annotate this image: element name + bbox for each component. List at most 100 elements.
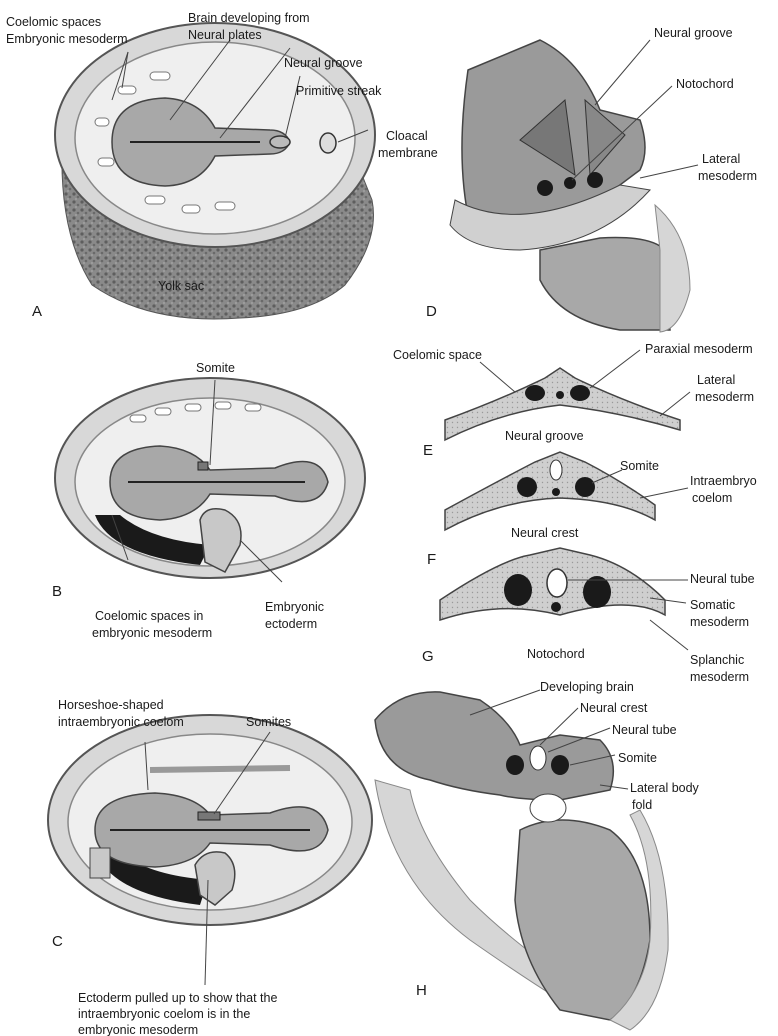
horseshoe-coelom bbox=[150, 768, 290, 770]
somite-right bbox=[575, 477, 595, 497]
label-yolk-sac: Yolk sac bbox=[158, 279, 204, 293]
label-splanchic: Splanchic bbox=[690, 653, 744, 667]
coelomic-space bbox=[150, 72, 170, 80]
coelomic-space bbox=[130, 415, 146, 422]
label-notochord: Notochord bbox=[527, 647, 585, 661]
gut-tube bbox=[530, 794, 566, 822]
label-paraxial-mesoderm: Paraxial mesoderm bbox=[645, 342, 753, 356]
coelomic-space bbox=[98, 158, 114, 166]
panel-letter-b: B bbox=[52, 583, 62, 600]
label-embryonic-mesoderm: embryonic mesoderm bbox=[78, 1023, 198, 1036]
panel-c: Horseshoe-shaped intraembryonic coelom S… bbox=[48, 698, 372, 1036]
panel-a: Coelomic spaces Embryonic mesoderm Brain… bbox=[6, 11, 438, 320]
somite-left bbox=[506, 755, 524, 775]
paraxial-right bbox=[570, 385, 590, 401]
somite-right bbox=[587, 172, 603, 188]
label-coelomic-spaces: Coelomic spaces bbox=[6, 15, 101, 29]
label-membrane: membrane bbox=[378, 146, 438, 160]
label-coelomic-spaces-in: Coelomic spaces in bbox=[95, 609, 203, 623]
label-intraembryonic-coelom: intraembryonic coelom bbox=[58, 715, 184, 729]
label-coelomic-space: Coelomic space bbox=[393, 348, 482, 362]
somite-right bbox=[583, 576, 611, 608]
panel-b: Somite Coelomic spaces in embryonic meso… bbox=[52, 361, 365, 640]
label-intraembryonic-coelom-in: intraembryonic coelom is in the bbox=[78, 1007, 250, 1021]
somite-left bbox=[504, 574, 532, 606]
notochord-dot bbox=[556, 391, 564, 399]
somite-left bbox=[537, 180, 553, 196]
somite-shape bbox=[198, 812, 220, 820]
somite-right bbox=[551, 755, 569, 775]
label-primitive-streak: Primitive streak bbox=[296, 84, 382, 98]
label-horseshoe-shaped: Horseshoe-shaped bbox=[58, 698, 164, 712]
label-neural-crest: Neural crest bbox=[580, 701, 648, 715]
label-somite: Somite bbox=[618, 751, 657, 765]
panel-letter-f: F bbox=[427, 551, 436, 568]
label-developing-brain: Developing brain bbox=[540, 680, 634, 694]
label-lateral: Lateral bbox=[702, 152, 740, 166]
label-neural-plates: Neural plates bbox=[188, 28, 262, 42]
label-mesoderm: mesoderm bbox=[695, 390, 754, 404]
panel-h: Developing brain Neural crest Neural tub… bbox=[375, 680, 700, 1030]
panel-letter-c: C bbox=[52, 933, 63, 950]
coelomic-space bbox=[95, 118, 109, 126]
yolk-sac-wall bbox=[655, 205, 690, 332]
label-somite: Somite bbox=[620, 459, 659, 473]
coelomic-space bbox=[118, 86, 136, 94]
label-somatic-mesoderm: mesoderm bbox=[690, 615, 749, 629]
label-embryonic-mesoderm: Embryonic mesoderm bbox=[6, 32, 128, 46]
neural-tube-shape bbox=[547, 569, 567, 597]
label-splanchic-mesoderm: mesoderm bbox=[690, 670, 749, 684]
notochord-dot bbox=[552, 488, 560, 496]
panel-g: Neural tube Somatic mesoderm Notochord S… bbox=[422, 548, 755, 684]
label-ectoderm: ectoderm bbox=[265, 617, 317, 631]
label-neural-groove: Neural groove bbox=[654, 26, 733, 40]
label-mesoderm: mesoderm bbox=[698, 169, 757, 183]
label-neural-crest: Neural crest bbox=[511, 526, 579, 540]
label-somites: Somites bbox=[246, 715, 291, 729]
label-neural-groove: Neural groove bbox=[284, 56, 363, 70]
label-fold: fold bbox=[632, 798, 652, 812]
somite-left bbox=[517, 477, 537, 497]
notochord-dot bbox=[551, 602, 561, 612]
label-somite: Somite bbox=[196, 361, 235, 375]
panel-e: Coelomic space Paraxial mesoderm Lateral… bbox=[393, 342, 754, 459]
label-neural-tube: Neural tube bbox=[690, 572, 755, 586]
label-neural-tube: Neural tube bbox=[612, 723, 677, 737]
somite-shape bbox=[198, 462, 208, 470]
label-neural-groove: Neural groove bbox=[505, 429, 584, 443]
panel-f: Somite Intraembryo coelom Neural crest F bbox=[427, 452, 757, 568]
label-cloacal: Cloacal bbox=[386, 129, 428, 143]
notochord-dot bbox=[564, 177, 576, 189]
neural-groove-open bbox=[550, 460, 562, 480]
neural-tube-shape bbox=[530, 746, 546, 770]
coelomic-space bbox=[182, 205, 200, 213]
ectoderm-fold-left bbox=[90, 848, 110, 878]
label-brain-developing: Brain developing from bbox=[188, 11, 310, 25]
panel-letter-e: E bbox=[423, 442, 433, 459]
coelomic-space bbox=[245, 404, 261, 411]
label-intraembryo: Intraembryo bbox=[690, 474, 757, 488]
panel-letter-d: D bbox=[426, 303, 437, 320]
coelomic-space bbox=[215, 202, 235, 210]
yolk-region bbox=[515, 820, 650, 1020]
label-ectoderm-pulled: Ectoderm pulled up to show that the bbox=[78, 991, 277, 1005]
label-lateral: Lateral bbox=[697, 373, 735, 387]
label-coelom: coelom bbox=[692, 491, 732, 505]
embryo-block-lower bbox=[540, 238, 670, 331]
cloacal-membrane bbox=[320, 133, 336, 153]
panel-letter-g: G bbox=[422, 648, 434, 665]
paraxial-left bbox=[525, 385, 545, 401]
panel-letter-h: H bbox=[416, 982, 427, 999]
coelomic-space bbox=[185, 404, 201, 411]
label-embryonic: Embryonic bbox=[265, 600, 324, 614]
label-notochord: Notochord bbox=[676, 77, 734, 91]
panel-letter-a: A bbox=[32, 303, 42, 320]
coelomic-space bbox=[155, 408, 171, 415]
label-lateral-body: Lateral body bbox=[630, 781, 700, 795]
coelomic-space bbox=[145, 196, 165, 204]
label-somatic: Somatic bbox=[690, 598, 735, 612]
panel-d: Neural groove Notochord Lateral mesoderm… bbox=[426, 26, 757, 332]
label-embryonic-mesoderm: embryonic mesoderm bbox=[92, 626, 212, 640]
coelomic-space bbox=[215, 402, 231, 409]
